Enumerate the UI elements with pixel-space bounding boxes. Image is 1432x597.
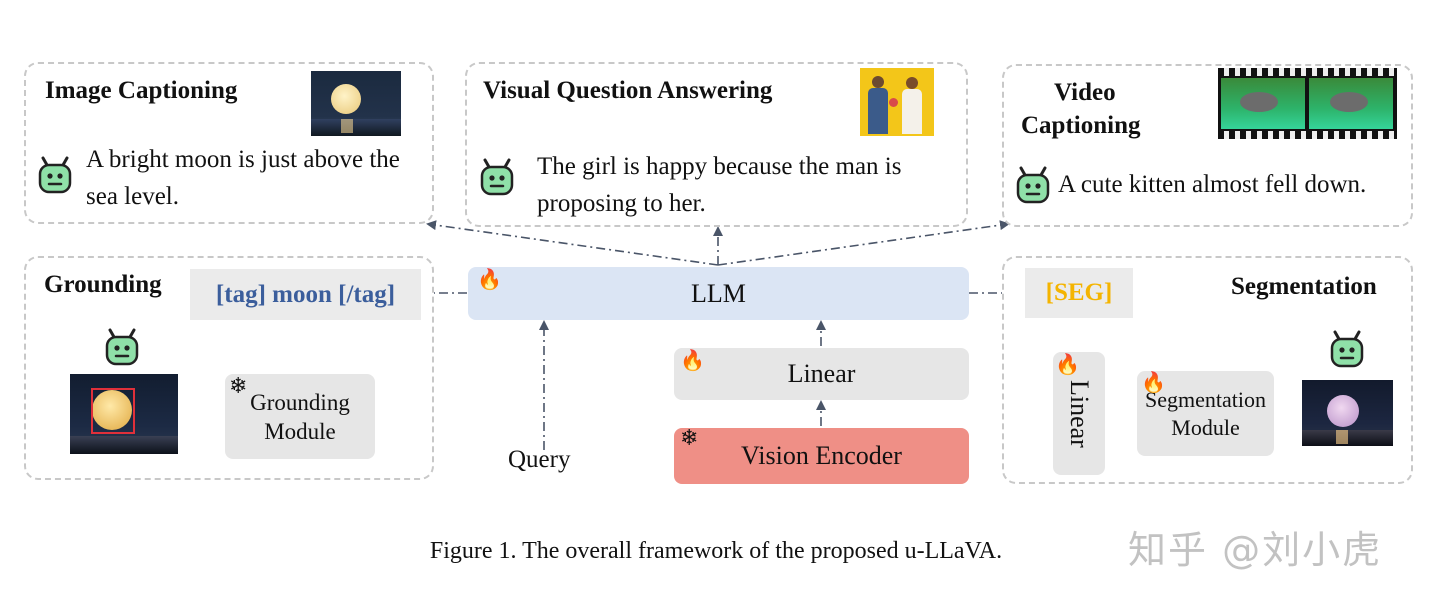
robot-icon <box>105 328 139 371</box>
kitten-video-frames-image <box>1218 68 1397 139</box>
video-captioning-title-line2: Captioning <box>1021 112 1141 139</box>
linear-block: Linear <box>674 348 969 400</box>
image-captioning-answer: A bright moon is just above the sea leve… <box>86 146 400 210</box>
vision-encoder-label: Vision Encoder <box>741 441 902 470</box>
robot-icon <box>1330 330 1364 373</box>
figure-caption: Figure 1. The overall framework of the p… <box>429 538 1003 564</box>
video-captioning-title-line1: Video <box>1054 79 1116 106</box>
flame-icon: 🔥 <box>477 269 502 291</box>
image-captioning-title: Image Captioning <box>45 77 238 104</box>
moon-thumbnail-image <box>311 71 401 136</box>
seg-tag-token: [SEG] <box>1025 268 1133 318</box>
flame-icon: 🔥 <box>1055 354 1080 376</box>
grounding-module-label-line2: Module <box>264 418 336 444</box>
grounding-module-label-line1: Grounding <box>250 389 350 415</box>
couple-photo-image <box>860 68 934 136</box>
query-label: Query <box>508 446 571 473</box>
linear-label: Linear <box>787 359 856 388</box>
llm-block: LLM <box>468 267 969 320</box>
watermark: 知乎 @刘小虎 <box>1128 528 1383 572</box>
robot-icon <box>38 156 72 199</box>
seg-linear-block: Linear <box>1053 352 1105 475</box>
segmentation-module-label-line1: Segmentation <box>1145 386 1266 412</box>
robot-icon <box>1016 166 1050 209</box>
vision-encoder-block: Vision Encoder <box>674 428 969 484</box>
segmentation-title: Segmentation <box>1231 273 1377 300</box>
segmented-moon-image <box>1302 380 1393 446</box>
snowflake-icon: ❄ <box>229 373 248 398</box>
grounding-tag-token: [tag] moon [/tag] <box>190 269 421 320</box>
llm-label: LLM <box>691 278 746 308</box>
seg-linear-label: Linear <box>1065 379 1094 448</box>
snowflake-icon: ❄ <box>680 425 699 450</box>
arrow-llm-to-captioning <box>426 220 719 266</box>
arrow-llm-to-video <box>717 220 1010 266</box>
grounded-moon-image <box>70 374 178 454</box>
segmentation-module-label-line2: Module <box>1171 414 1240 440</box>
vqa-title: Visual Question Answering <box>483 77 773 104</box>
grounding-title: Grounding <box>44 271 162 298</box>
vqa-answer: The girl is happy because the man is pro… <box>537 153 902 217</box>
segmentation-module-block: Segmentation Module <box>1137 371 1274 456</box>
video-captioning-answer: A cute kitten almost fell down. <box>1058 171 1367 198</box>
flame-icon: 🔥 <box>680 350 705 372</box>
robot-icon <box>480 158 514 201</box>
grounding-module-block: Grounding Module <box>225 374 375 459</box>
flame-icon: 🔥 <box>1141 372 1166 394</box>
bounding-box <box>91 388 135 434</box>
